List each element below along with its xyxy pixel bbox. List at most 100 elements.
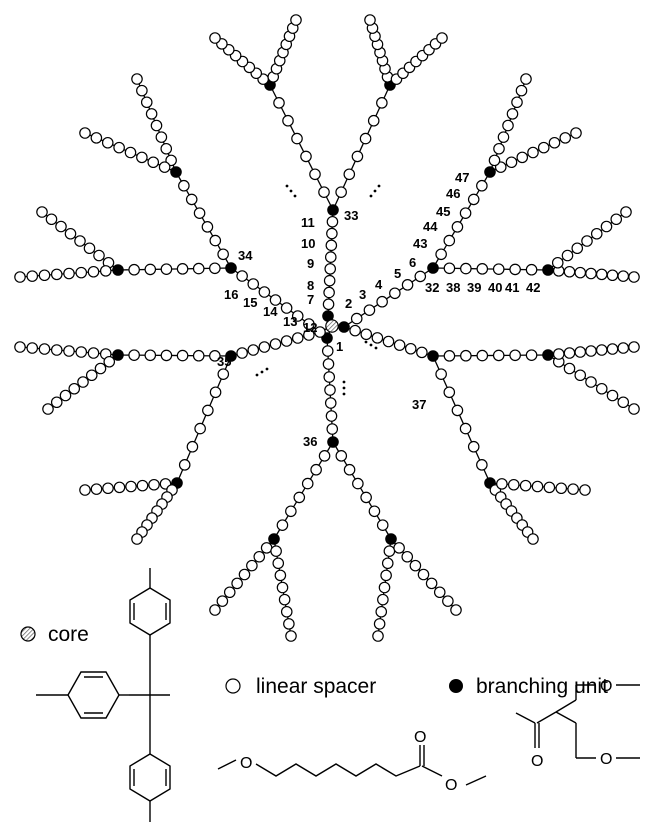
linear-spacer-bead <box>113 141 125 154</box>
linear-spacer-bead <box>253 550 266 563</box>
linear-spacer-bead <box>516 151 529 164</box>
linear-spacer-bead <box>217 368 230 380</box>
linear-spacer-bead <box>460 262 472 275</box>
linear-spacer-bead <box>443 350 456 362</box>
linear-spacer-bead <box>476 459 488 471</box>
linear-spacer-bead <box>443 234 456 247</box>
linear-spacer-bead <box>303 318 315 330</box>
branching-unit-legend-icon <box>449 679 463 693</box>
label-33: 33 <box>344 208 358 223</box>
linear-spacer-bead <box>280 605 293 618</box>
linear-spacer-bead <box>75 346 88 358</box>
label-38: 38 <box>446 280 460 295</box>
label-3: 3 <box>359 287 366 302</box>
linear-spacer-bead <box>450 604 462 616</box>
linear-spacer-bead <box>595 382 608 395</box>
linear-spacer-bead <box>145 108 158 120</box>
linear-spacer-bead <box>85 369 98 382</box>
linear-spacer-bead <box>64 227 77 240</box>
linear-spacer-bead <box>585 345 597 357</box>
linear-spacer-bead <box>555 482 568 495</box>
linear-spacer-bead <box>343 463 356 476</box>
label-37: 37 <box>412 397 426 412</box>
linear-spacer-bead <box>231 577 243 590</box>
label-42: 42 <box>526 280 540 295</box>
linear-spacer-bead <box>45 213 58 226</box>
branching-unit <box>170 166 182 178</box>
linear-spacer-bead <box>492 263 505 275</box>
linear-spacer-bead <box>459 422 472 435</box>
label-8: 8 <box>307 278 314 293</box>
linear-spacer-bead <box>136 84 148 97</box>
branching-unit <box>112 264 124 276</box>
label-6: 6 <box>409 255 416 270</box>
label-14: 14 <box>263 304 278 319</box>
linear-spacer-bead <box>531 480 544 493</box>
linear-spacer-bead <box>160 142 173 155</box>
linear-spacer-bead <box>552 348 565 360</box>
linear-spacer-bead <box>620 206 632 218</box>
linear-spacer-bead <box>176 263 189 275</box>
linear-spacer-bead <box>14 341 26 353</box>
linear-spacer-bead <box>276 519 289 531</box>
linear-spacer-bead <box>99 265 112 277</box>
linear-spacer-bead <box>343 168 356 181</box>
linear-spacer-bead <box>506 108 519 120</box>
linear-spacer-bead <box>417 568 430 581</box>
linear-spacer-bead <box>103 355 116 368</box>
linear-spacer-bead <box>383 545 396 557</box>
branching-unit <box>484 166 496 178</box>
linear-spacer-bead <box>216 595 229 607</box>
linear-spacer-bead <box>527 146 539 159</box>
linear-spacer-bead <box>93 249 105 262</box>
linear-spacer-bead <box>527 533 539 545</box>
linear-spacer-bead <box>160 263 173 275</box>
linear-spacer-bead <box>401 550 414 563</box>
linear-spacer-bead <box>209 234 222 247</box>
linear-spacer-bead <box>209 604 221 616</box>
label-16: 16 <box>224 287 238 302</box>
linear-spacer-bead <box>102 482 114 495</box>
linear-spacer-bead <box>325 239 338 252</box>
branching-unit <box>542 264 554 276</box>
linear-spacer-bead <box>525 349 538 361</box>
linear-spacer-bead <box>509 349 521 362</box>
linear-spacer-bead <box>628 341 640 353</box>
linear-spacer-bead <box>193 207 206 219</box>
linear-spacer-bead <box>571 242 584 255</box>
core-structure <box>36 568 171 822</box>
linear-spacer-bead <box>68 382 81 395</box>
linear-spacer-bead <box>617 270 630 282</box>
label-47: 47 <box>455 170 469 185</box>
linear-spacer-bead <box>324 384 336 396</box>
linear-spacer-bead <box>94 362 107 375</box>
linear-spacer-bead <box>131 533 143 545</box>
linear-spacer-bead <box>192 262 205 275</box>
linear-spacer-bead <box>147 156 160 169</box>
branch-oxygen-3: O <box>600 751 612 768</box>
linear-spacer-bead <box>364 14 376 26</box>
linear-spacer-bead <box>381 557 394 570</box>
linear-spacer-bead <box>192 349 205 362</box>
linear-spacer-bead <box>63 267 75 280</box>
linear-spacer-bead <box>140 96 153 109</box>
linear-spacer-bead <box>359 132 372 145</box>
linear-spacer-bead <box>436 32 448 44</box>
linear-spacer-bead <box>124 146 137 159</box>
linear-spacer-bead <box>435 248 447 261</box>
branching-unit <box>225 262 237 274</box>
linear-spacer-bead <box>101 136 114 149</box>
linear-spacer-bead <box>326 215 339 228</box>
linear-spacer-bead <box>77 376 89 388</box>
linear-spacer-bead <box>509 263 521 276</box>
linear-spacer-bead <box>155 131 168 143</box>
linear-spacer-bead <box>326 227 338 240</box>
linear-spacer-bead <box>42 403 54 415</box>
linear-spacer-bead <box>617 396 630 409</box>
linear-spacer-bead <box>606 343 619 355</box>
linear-spacer-bead <box>476 349 489 362</box>
linear-spacer-bead <box>290 14 302 26</box>
linear-spacer-bead <box>300 150 312 163</box>
